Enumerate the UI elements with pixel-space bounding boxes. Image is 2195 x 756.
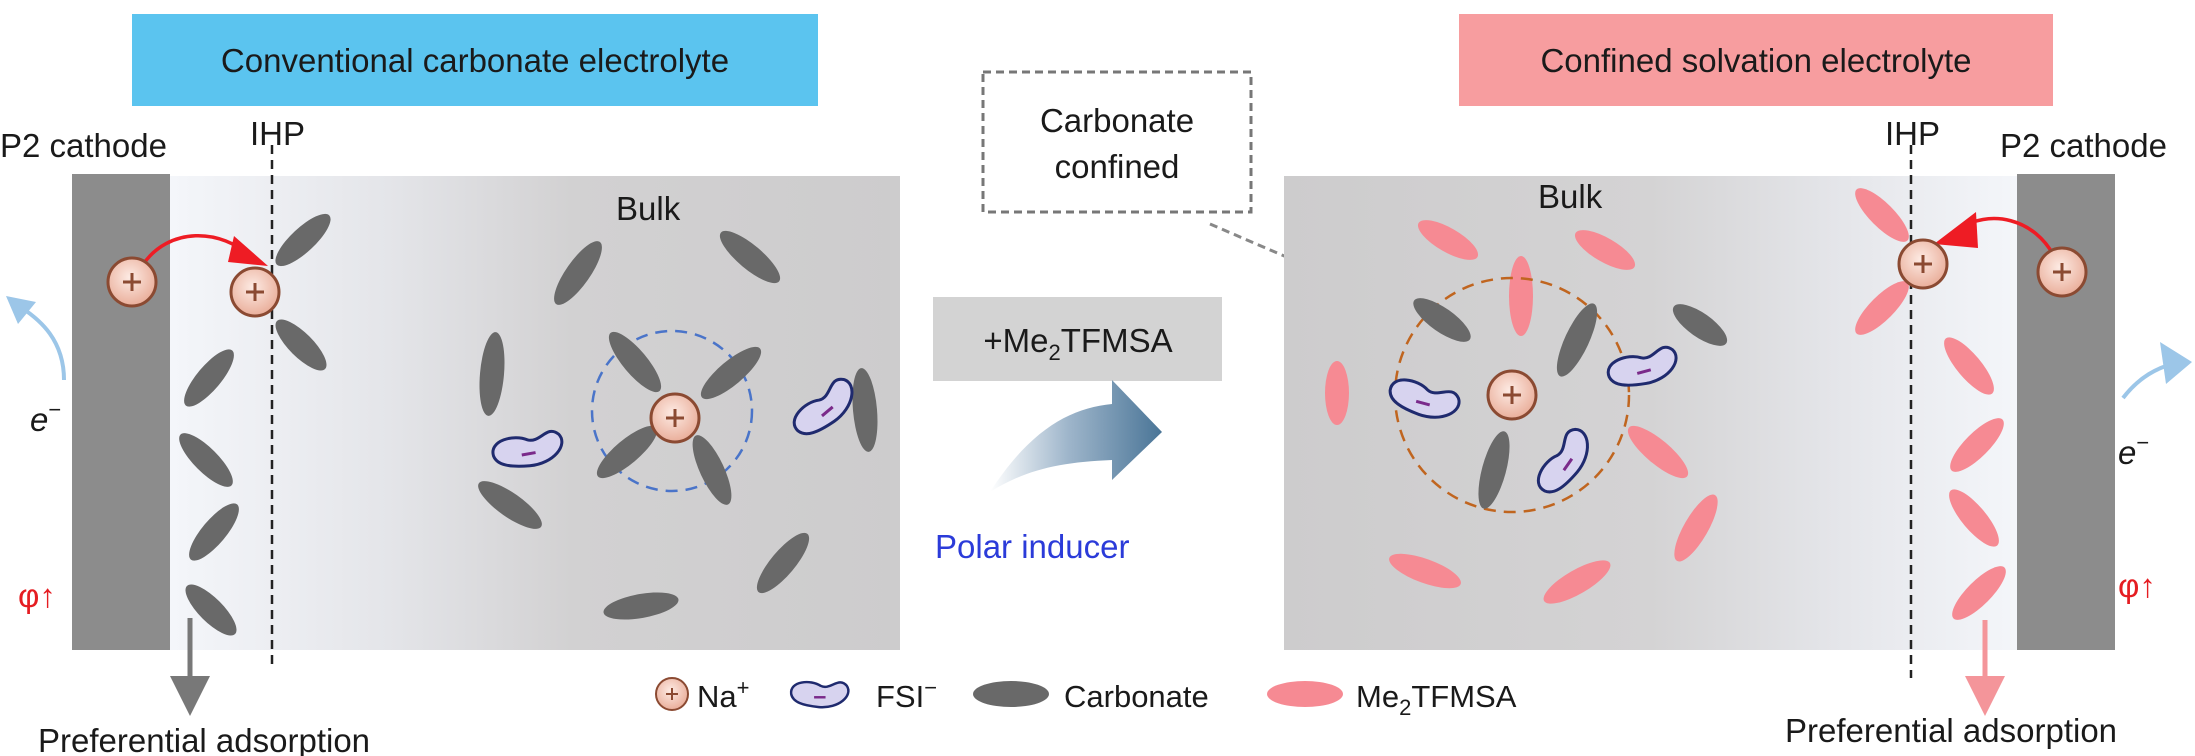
right-title: Confined solvation electrolyte: [1540, 42, 1971, 79]
carbonate-molecule: [596, 425, 658, 479]
carbonate-molecule: [719, 230, 781, 284]
left-panel: Conventional carbonate electrolyte P2 ca…: [0, 14, 900, 756]
left-na-transfer-arrow-head: [228, 236, 268, 266]
me2tfmsa-molecule: [1952, 566, 2006, 620]
right-cathode: [2017, 174, 2115, 650]
left-sodium-ion-ihp: [229, 266, 281, 318]
left-sodium-ion-cathode: [106, 256, 158, 308]
right-adsorption-label: Preferential adsorption: [1785, 712, 2117, 749]
right-sodium-ion-solvated: [1486, 369, 1538, 421]
left-cathode-label: P2 cathode: [0, 127, 167, 164]
me2tfmsa-molecule: [1325, 361, 1349, 425]
additive-label: +Me2TFMSA: [983, 322, 1172, 365]
legend-sodium-ion-icon: [655, 677, 689, 711]
right-bulk-me2tfmsa: [1325, 220, 1718, 604]
carbonate-molecule: [852, 368, 878, 452]
left-cathode: [72, 174, 170, 650]
legend-sodium-ion-label: Na+: [697, 675, 750, 714]
right-title-bar: [1459, 14, 2053, 106]
left-interface-carbonates: [179, 213, 331, 636]
left-electrolyte-region: [170, 176, 900, 650]
me2tfmsa-molecule: [1574, 230, 1636, 270]
legend-me2tfmsa-label: Me2TFMSA: [1356, 679, 1517, 720]
carbonate-molecule: [692, 435, 732, 505]
left-electron-label: e−: [30, 397, 61, 438]
right-cathode-label: P2 cathode: [2000, 127, 2167, 164]
carbonate-molecule: [479, 332, 505, 416]
carbonate-confined-callout: [981, 70, 1253, 214]
left-bulk-label: Bulk: [616, 190, 681, 227]
right-sodium-ion-ihp: [1897, 238, 1949, 290]
left-adsorption-label: Preferential adsorption: [38, 722, 370, 756]
inducer-arrow: [990, 380, 1162, 492]
carbonate-molecule: [185, 584, 237, 636]
me2tfmsa-molecule: [1509, 256, 1533, 336]
legend-carbonate-icon: [973, 681, 1049, 707]
legend: Na+ FSI− Carbonate Me2TFMSA: [655, 675, 1517, 720]
left-solvation-carbonates: [596, 331, 762, 505]
carbonate-molecule: [1478, 431, 1510, 509]
right-bulk-label: Bulk: [1538, 178, 1603, 215]
carbonate-molecule: [554, 241, 602, 305]
me2tfmsa-molecule: [1855, 188, 1909, 242]
additive-box: [933, 297, 1222, 381]
carbonate-molecule: [275, 213, 331, 267]
carbonate-molecule: [1672, 304, 1728, 346]
carbonate-molecule: [603, 592, 679, 620]
right-na-transfer-arrow-head: [1934, 212, 1978, 248]
me2tfmsa-molecule: [1950, 418, 2004, 472]
carbonate-molecule: [189, 503, 239, 561]
me2tfmsa-molecule: [1855, 281, 1909, 335]
callout-line-2: confined: [1055, 148, 1180, 185]
left-potential-label: φ↑: [18, 577, 56, 614]
right-solvation-carbonates: [1413, 298, 1598, 509]
carbonate-molecule: [608, 331, 662, 393]
me2tfmsa-molecule: [1543, 560, 1611, 604]
legend-fsi-label: FSI−: [876, 675, 937, 714]
right-ihp-label: IHP: [1885, 115, 1940, 152]
left-adsorption-arrow-head: [170, 676, 210, 716]
right-adsorption-arrow-head: [1965, 676, 2005, 716]
right-electron-label: e−: [2118, 430, 2149, 471]
me2tfmsa-molecule: [1627, 425, 1689, 479]
inducer-label: Polar inducer: [935, 528, 1129, 565]
carbonate-molecule: [756, 532, 810, 594]
carbonate-molecule: [1556, 303, 1598, 377]
callout-line-1: Carbonate: [1040, 102, 1194, 139]
right-bulk-carbonates: [1672, 304, 1728, 346]
legend-fsi-icon: [789, 680, 850, 709]
left-electron-arrow: [20, 306, 66, 381]
legend-me2tfmsa-icon: [1267, 681, 1343, 707]
me2tfmsa-molecule: [1674, 494, 1718, 562]
right-potential-label: φ↑: [2118, 567, 2156, 604]
left-title-bar: [132, 14, 818, 106]
left-bulk-carbonates: [478, 230, 878, 620]
right-electron-arrow-head: [2160, 342, 2192, 384]
me2tfmsa-molecule: [1949, 489, 1999, 547]
left-ihp-label: IHP: [250, 115, 305, 152]
carbonate-molecule: [179, 433, 233, 487]
me2tfmsa-molecule: [1944, 337, 1994, 395]
left-electron-arrow-head: [6, 296, 36, 324]
legend-carbonate-label: Carbonate: [1064, 679, 1209, 714]
left-solvation-shell: [590, 329, 754, 493]
right-interface-me2tfmsa: [1855, 188, 2006, 620]
left-sodium-ion-solvated: [649, 392, 701, 444]
left-title: Conventional carbonate electrolyte: [221, 42, 729, 79]
right-panel: Confined solvation electrolyte P2 cathod…: [1284, 14, 2192, 749]
carbonate-molecule: [478, 481, 542, 529]
me2tfmsa-molecule: [1389, 553, 1461, 589]
carbonate-molecule: [700, 346, 762, 400]
me2tfmsa-molecule: [1417, 220, 1479, 260]
right-sodium-ion-cathode: [2036, 246, 2088, 298]
carbonate-molecule: [275, 319, 327, 371]
carbonate-molecule: [184, 349, 234, 407]
carbonate-molecule: [1413, 298, 1471, 342]
